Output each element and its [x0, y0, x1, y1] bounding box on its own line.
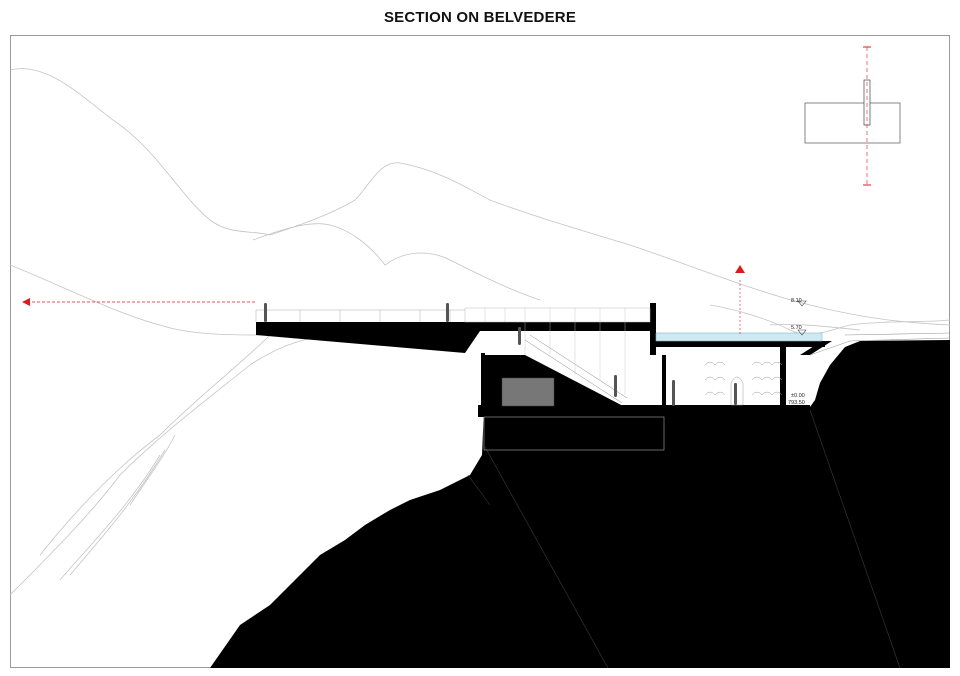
level-top-label: 8.10 [791, 298, 802, 304]
level-roof-label: 5.70 [791, 325, 802, 331]
level-markers: 8.10 5.70 ±0.00 793.50 [788, 298, 807, 406]
level-base-label: 793.50 [788, 400, 805, 406]
section-arrow-up-icon [735, 265, 745, 335]
mountain-outlines [10, 68, 950, 596]
rock-section [210, 340, 950, 668]
level-floor-label: ±0.00 [791, 393, 805, 399]
rock-hatch-lines [467, 409, 901, 668]
section-arrow-left-icon [22, 298, 255, 306]
building-section [255, 303, 950, 451]
scale-figures [264, 303, 737, 406]
section-drawing: 8.10 5.70 ±0.00 793.50 [10, 46, 950, 668]
page-title: SECTION ON BELVEDERE [383, 9, 577, 26]
key-plan-icon [804, 46, 901, 187]
